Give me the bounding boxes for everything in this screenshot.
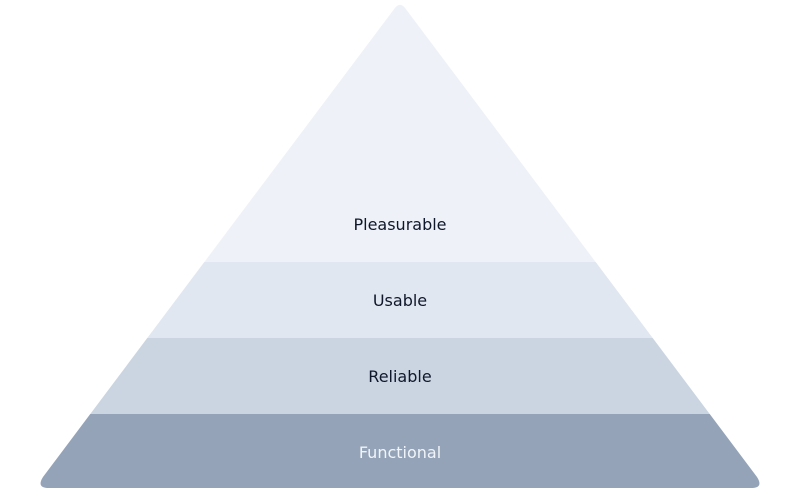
layer-functional: [40, 414, 760, 488]
layer-label-usable: Usable: [373, 291, 427, 310]
layer-label-pleasurable: Pleasurable: [353, 215, 446, 234]
layer-label-reliable: Reliable: [368, 367, 431, 386]
layer-label-functional: Functional: [359, 443, 441, 462]
layer-reliable: [40, 338, 760, 414]
